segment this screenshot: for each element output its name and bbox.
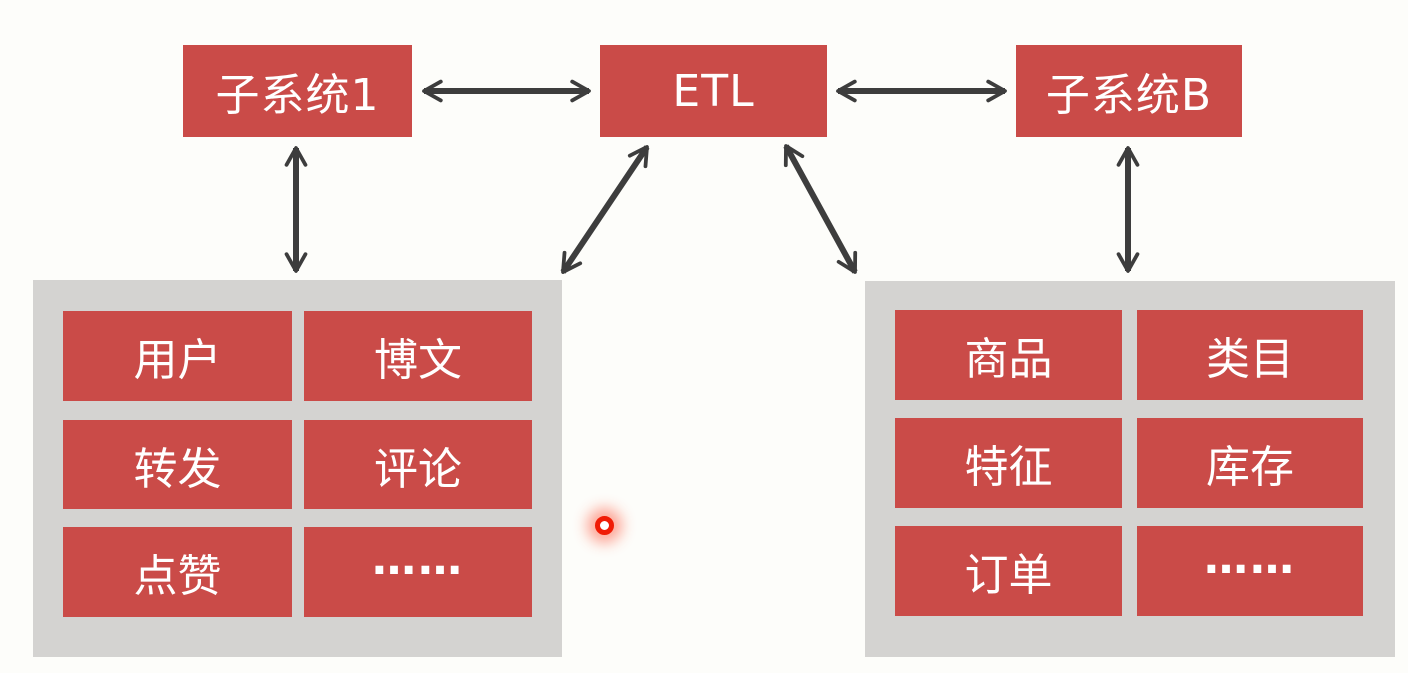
- entity-box-blog-posts: 博文: [304, 311, 532, 401]
- node-etl-label: ETL: [672, 65, 755, 117]
- entity-box-products: 商品: [895, 310, 1122, 400]
- entity-box-reposts: 转发: [63, 420, 292, 509]
- node-subsystem-b-label: 子系统B: [1045, 70, 1213, 121]
- entity-box-more-right: ……: [1137, 526, 1363, 616]
- node-subsystem-b: 子系统B: [1016, 45, 1242, 137]
- entity-label: 转发: [133, 443, 222, 495]
- entity-box-inventory: 库存: [1137, 418, 1363, 508]
- entity-label: 类目: [1206, 334, 1294, 385]
- arrow-etl-leftstore: [560, 145, 650, 274]
- entity-label: 博文: [374, 335, 462, 386]
- node-etl: ETL: [600, 45, 827, 137]
- entity-box-users: 用户: [63, 311, 292, 401]
- entity-label: 订单: [964, 550, 1053, 601]
- entity-box-more-left: ……: [304, 527, 532, 617]
- entity-label: ……: [372, 533, 464, 585]
- node-subsystem-1: 子系统1: [183, 45, 412, 137]
- right-datastore-panel: 商品 类目 特征 库存 订单 ……: [865, 281, 1395, 657]
- arrow-etl-rightstore: [783, 144, 858, 274]
- entity-box-comments: 评论: [304, 420, 532, 509]
- entity-label: 特征: [964, 442, 1053, 493]
- entity-label: ……: [1204, 532, 1296, 584]
- node-subsystem-1-label: 子系统1: [215, 70, 380, 121]
- entity-label: 库存: [1206, 442, 1294, 493]
- entity-box-likes: 点赞: [63, 527, 292, 617]
- entity-label: 评论: [374, 443, 462, 495]
- entity-box-features: 特征: [895, 418, 1122, 508]
- entity-label: 商品: [964, 334, 1053, 385]
- left-datastore-panel: 用户 博文 转发 评论 点赞 ……: [33, 280, 562, 657]
- entity-label: 用户: [133, 335, 222, 386]
- laser-pointer-dot: [595, 516, 614, 535]
- entity-label: 点赞: [133, 551, 222, 602]
- entity-box-orders: 订单: [895, 526, 1122, 616]
- entity-box-categories: 类目: [1137, 310, 1363, 400]
